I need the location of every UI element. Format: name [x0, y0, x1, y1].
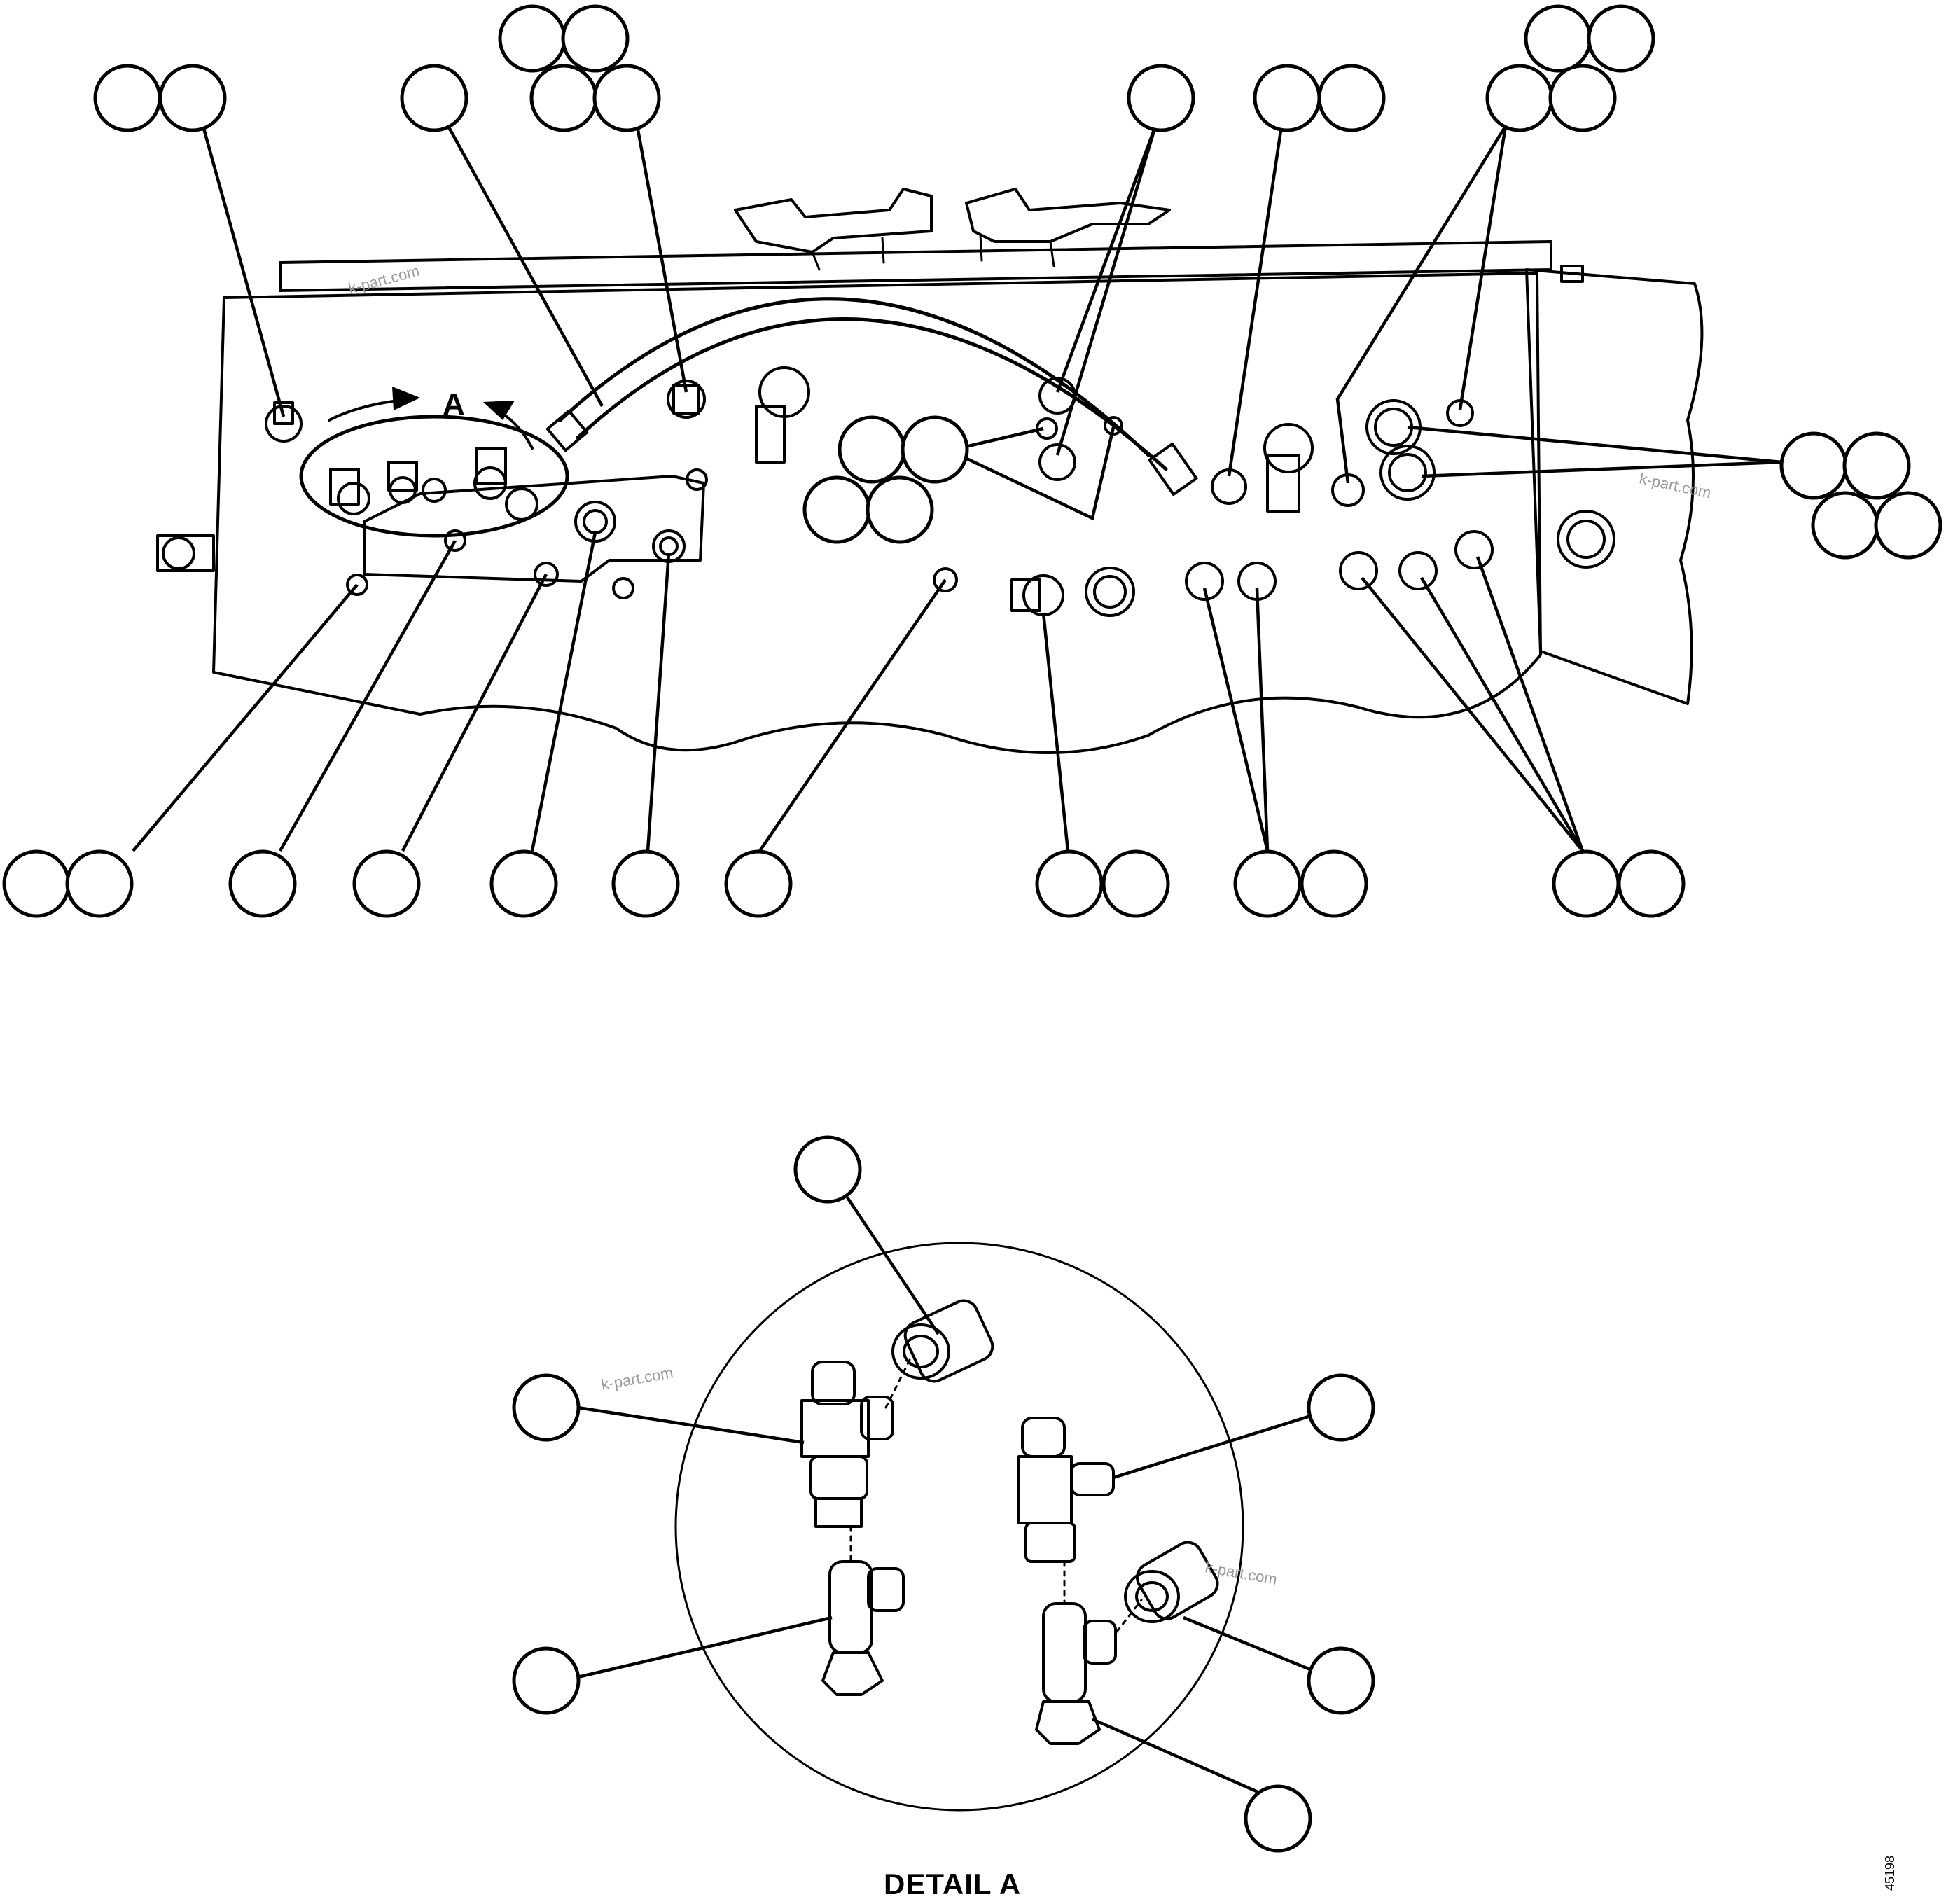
callout-bubbles-main	[2, 4, 1942, 918]
watermark: k-part.com	[600, 1363, 675, 1394]
watermark: k-part.com	[347, 262, 422, 298]
document-number: 45198	[1883, 1856, 1897, 1891]
watermark: k-part.com	[1638, 469, 1713, 501]
detail-title: DETAIL A	[884, 1868, 1021, 1900]
leader-lines-main	[132, 125, 1783, 852]
view-arrow-label: A	[443, 387, 465, 422]
detail-a	[512, 1135, 1375, 1853]
